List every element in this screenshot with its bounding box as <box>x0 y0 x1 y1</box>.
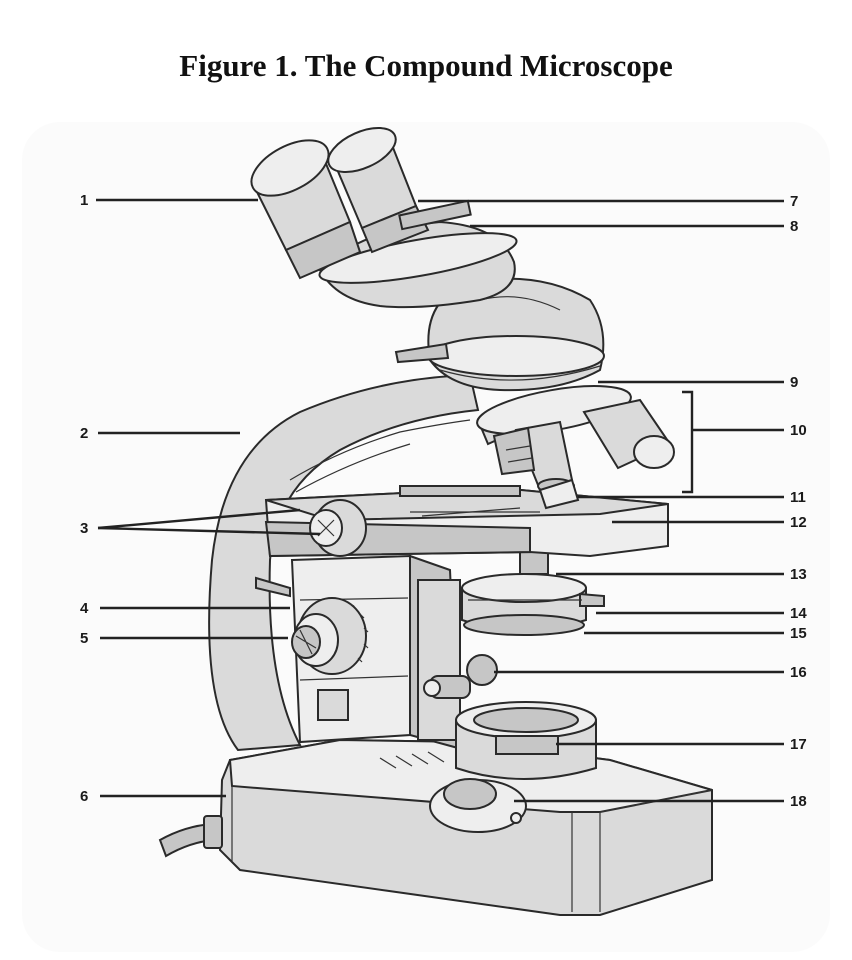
switch-knob <box>429 778 527 833</box>
label-17: 17 <box>790 736 807 753</box>
label-2: 2 <box>80 425 88 442</box>
illuminator <box>455 701 597 780</box>
base <box>158 738 713 916</box>
label-16: 16 <box>790 664 807 681</box>
condenser <box>461 547 605 636</box>
label-6: 6 <box>80 788 88 805</box>
label-9: 9 <box>790 374 798 391</box>
label-7: 7 <box>790 193 798 210</box>
binocular-tubes <box>250 126 518 309</box>
label-14: 14 <box>790 605 807 622</box>
label-5: 5 <box>80 630 88 647</box>
label-10: 10 <box>790 422 807 439</box>
label-15: 15 <box>790 625 807 642</box>
leader-lines <box>96 198 784 803</box>
head <box>394 277 605 392</box>
label-4: 4 <box>80 600 89 617</box>
stage <box>264 485 669 558</box>
focus-knobs <box>291 597 369 675</box>
figure-title: Figure 1. The Compound Microscope <box>179 48 673 83</box>
part-labels: 1 2 3 4 5 6 7 8 9 10 11 12 13 14 15 16 1… <box>80 192 807 810</box>
label-11: 11 <box>790 489 806 506</box>
label-12: 12 <box>790 514 807 531</box>
label-1: 1 <box>80 192 88 209</box>
label-13: 13 <box>790 566 807 583</box>
nosepiece <box>476 385 675 510</box>
label-3: 3 <box>80 520 88 537</box>
microscope-drawing <box>158 126 713 916</box>
substage-column <box>417 579 498 741</box>
label-8: 8 <box>790 218 798 235</box>
label-18: 18 <box>790 793 807 810</box>
